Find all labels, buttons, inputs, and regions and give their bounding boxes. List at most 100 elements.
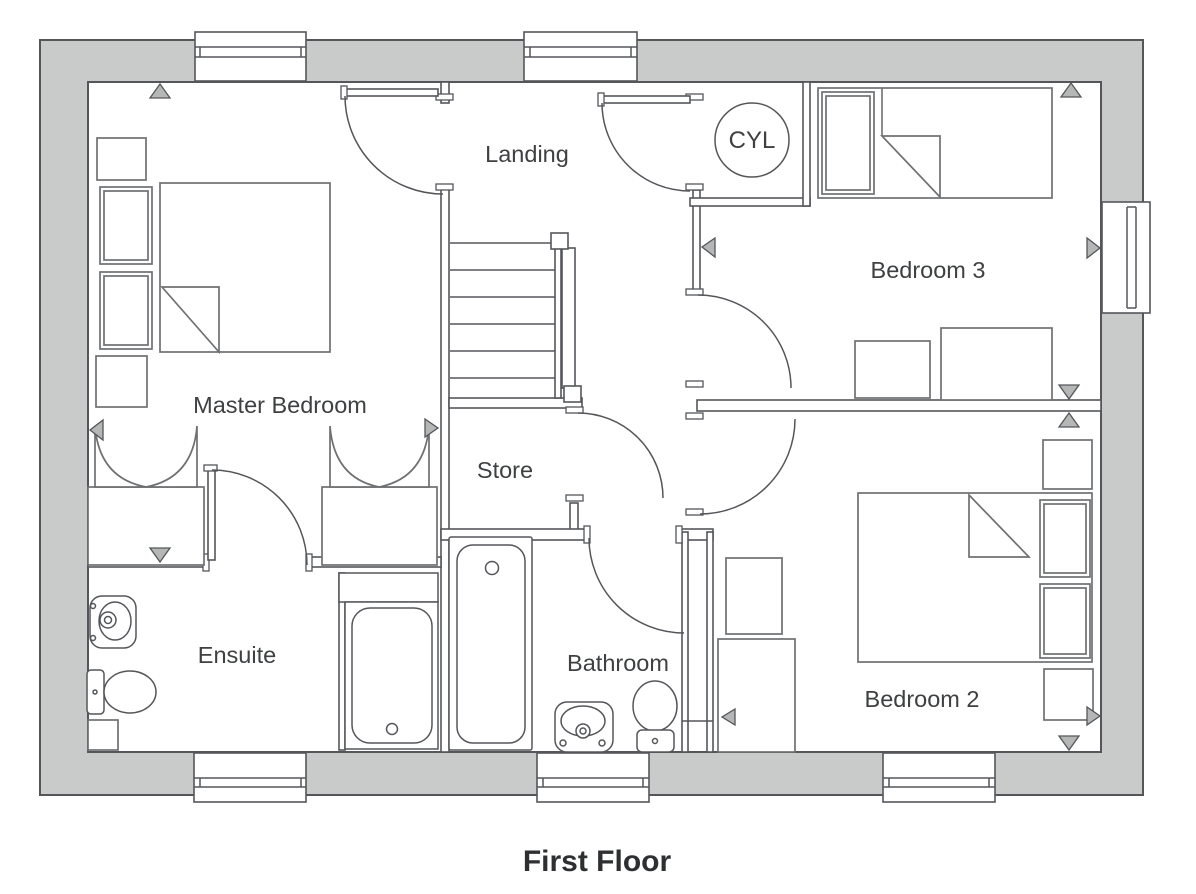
door-jamb bbox=[685, 380, 704, 388]
window-master-top bbox=[194, 31, 307, 82]
bedroom3-furniture bbox=[817, 87, 1053, 401]
marker-right-icon bbox=[1086, 236, 1102, 260]
wall-bathroom-bedroom2-right bbox=[706, 531, 714, 753]
marker-right-icon bbox=[424, 417, 440, 439]
wall-store-bath-stub bbox=[569, 502, 579, 531]
wall-bathroom-bedroom2-left bbox=[681, 531, 689, 753]
window-bedroom3-right bbox=[1101, 201, 1151, 314]
master-bedroom-furniture bbox=[87, 137, 438, 566]
plan-title: First Floor bbox=[523, 845, 672, 878]
stairs bbox=[450, 232, 582, 403]
wardrobe bbox=[321, 486, 438, 566]
label-bedroom2: Bedroom 2 bbox=[865, 686, 980, 712]
ensuite-door-leaf bbox=[207, 469, 216, 561]
shower-drain bbox=[385, 722, 399, 736]
master-bedroom-door-leaf bbox=[344, 88, 439, 97]
wardrobe-door-leaf bbox=[378, 425, 430, 488]
windows bbox=[193, 31, 1151, 803]
store-door-arc bbox=[577, 412, 664, 499]
bedroom2-door-arc bbox=[699, 418, 796, 515]
ensuite-corner-unit bbox=[87, 719, 119, 751]
window-ensuite-bottom bbox=[193, 752, 307, 803]
cylinder-symbol bbox=[714, 102, 790, 178]
label-ensuite: Ensuite bbox=[198, 642, 276, 668]
double-bed bbox=[159, 182, 331, 353]
chest-of-drawers bbox=[854, 340, 931, 399]
shower-header bbox=[338, 572, 439, 603]
wall-cylinder-cupboard-right bbox=[802, 81, 811, 207]
marker-right-icon bbox=[1086, 705, 1102, 727]
cylinder-cupboard-door-leaf bbox=[601, 95, 691, 104]
master-bedroom-door-arc bbox=[344, 95, 444, 195]
wardrobe-door-leaf bbox=[329, 425, 380, 488]
wall-master-landing bbox=[440, 187, 450, 753]
door-leaf-tick bbox=[597, 92, 605, 107]
ensuite-basin-tap-dot bbox=[103, 615, 113, 625]
wardrobe bbox=[717, 638, 796, 753]
ensuite-door-arc bbox=[211, 469, 308, 566]
door-jamb bbox=[685, 288, 704, 296]
basin-fitting-dot bbox=[89, 602, 97, 610]
door-jamb bbox=[685, 508, 704, 516]
cylinder-label: CYL bbox=[729, 127, 776, 154]
marker-down-icon bbox=[1057, 384, 1081, 401]
window-frame bbox=[1101, 201, 1151, 314]
labels: Landing Master Bedroom Bedroom 3 Bedroom… bbox=[193, 141, 985, 878]
bathroom-toilet-bowl bbox=[632, 680, 678, 732]
marker-up-icon bbox=[148, 82, 172, 99]
door-leaf-tick bbox=[203, 464, 218, 472]
desk bbox=[940, 327, 1053, 401]
bathroom-door-arc bbox=[588, 537, 685, 634]
bedside-table bbox=[96, 137, 147, 181]
markers bbox=[88, 81, 1102, 752]
pillow-inner bbox=[103, 190, 149, 261]
door-jamb bbox=[435, 183, 454, 191]
wardrobe bbox=[725, 557, 783, 635]
label-landing: Landing bbox=[485, 141, 569, 167]
label-store: Store bbox=[477, 457, 533, 483]
door-jamb bbox=[685, 183, 704, 191]
basin-fitting-dot bbox=[598, 739, 606, 747]
pillow-inner bbox=[825, 95, 871, 191]
marker-down-icon bbox=[1057, 735, 1081, 752]
doors bbox=[203, 85, 796, 634]
stair-handrail bbox=[561, 247, 576, 389]
bedside-table bbox=[1043, 668, 1094, 721]
bedroom3-door-arc bbox=[697, 294, 792, 389]
bedside-table bbox=[1042, 439, 1093, 490]
wardrobe bbox=[87, 486, 205, 566]
label-bathroom: Bathroom bbox=[567, 650, 669, 676]
toilet-flush-dot bbox=[92, 689, 98, 695]
door-jamb bbox=[675, 525, 683, 544]
ensuite-fixtures bbox=[86, 572, 439, 751]
wardrobe-door-leaf bbox=[145, 425, 198, 488]
cylinder-cupboard-door-arc bbox=[601, 102, 691, 192]
door-jamb bbox=[565, 494, 584, 502]
door-jamb bbox=[685, 412, 704, 420]
toilet-flush-dot bbox=[651, 737, 659, 745]
basin-fitting-dot bbox=[89, 634, 97, 642]
bath-inner bbox=[456, 544, 526, 744]
shower-tray bbox=[351, 607, 433, 744]
bedside-table bbox=[95, 355, 148, 408]
wall-master-landing-stub bbox=[440, 81, 450, 104]
label-master-bedroom: Master Bedroom bbox=[193, 392, 367, 418]
duvet-fold bbox=[880, 135, 941, 200]
window-bedroom2-bottom bbox=[882, 752, 996, 803]
basin-fitting-dot bbox=[559, 739, 567, 747]
marker-up-icon bbox=[1059, 81, 1083, 98]
bathroom-basin-tap-dot bbox=[579, 727, 587, 735]
door-jamb bbox=[435, 93, 454, 101]
stair-stringer bbox=[554, 242, 562, 399]
pillow-inner bbox=[1043, 503, 1087, 574]
pillow-inner bbox=[103, 275, 149, 346]
marker-left-icon bbox=[720, 707, 736, 727]
bathroom-fixtures bbox=[448, 536, 678, 753]
bath-tap bbox=[484, 560, 500, 576]
marker-up-icon bbox=[1057, 411, 1081, 428]
duvet-fold bbox=[968, 492, 1032, 558]
window-landing-top bbox=[523, 31, 638, 82]
window-bathroom-bottom bbox=[536, 752, 650, 803]
door-jamb bbox=[583, 525, 591, 544]
